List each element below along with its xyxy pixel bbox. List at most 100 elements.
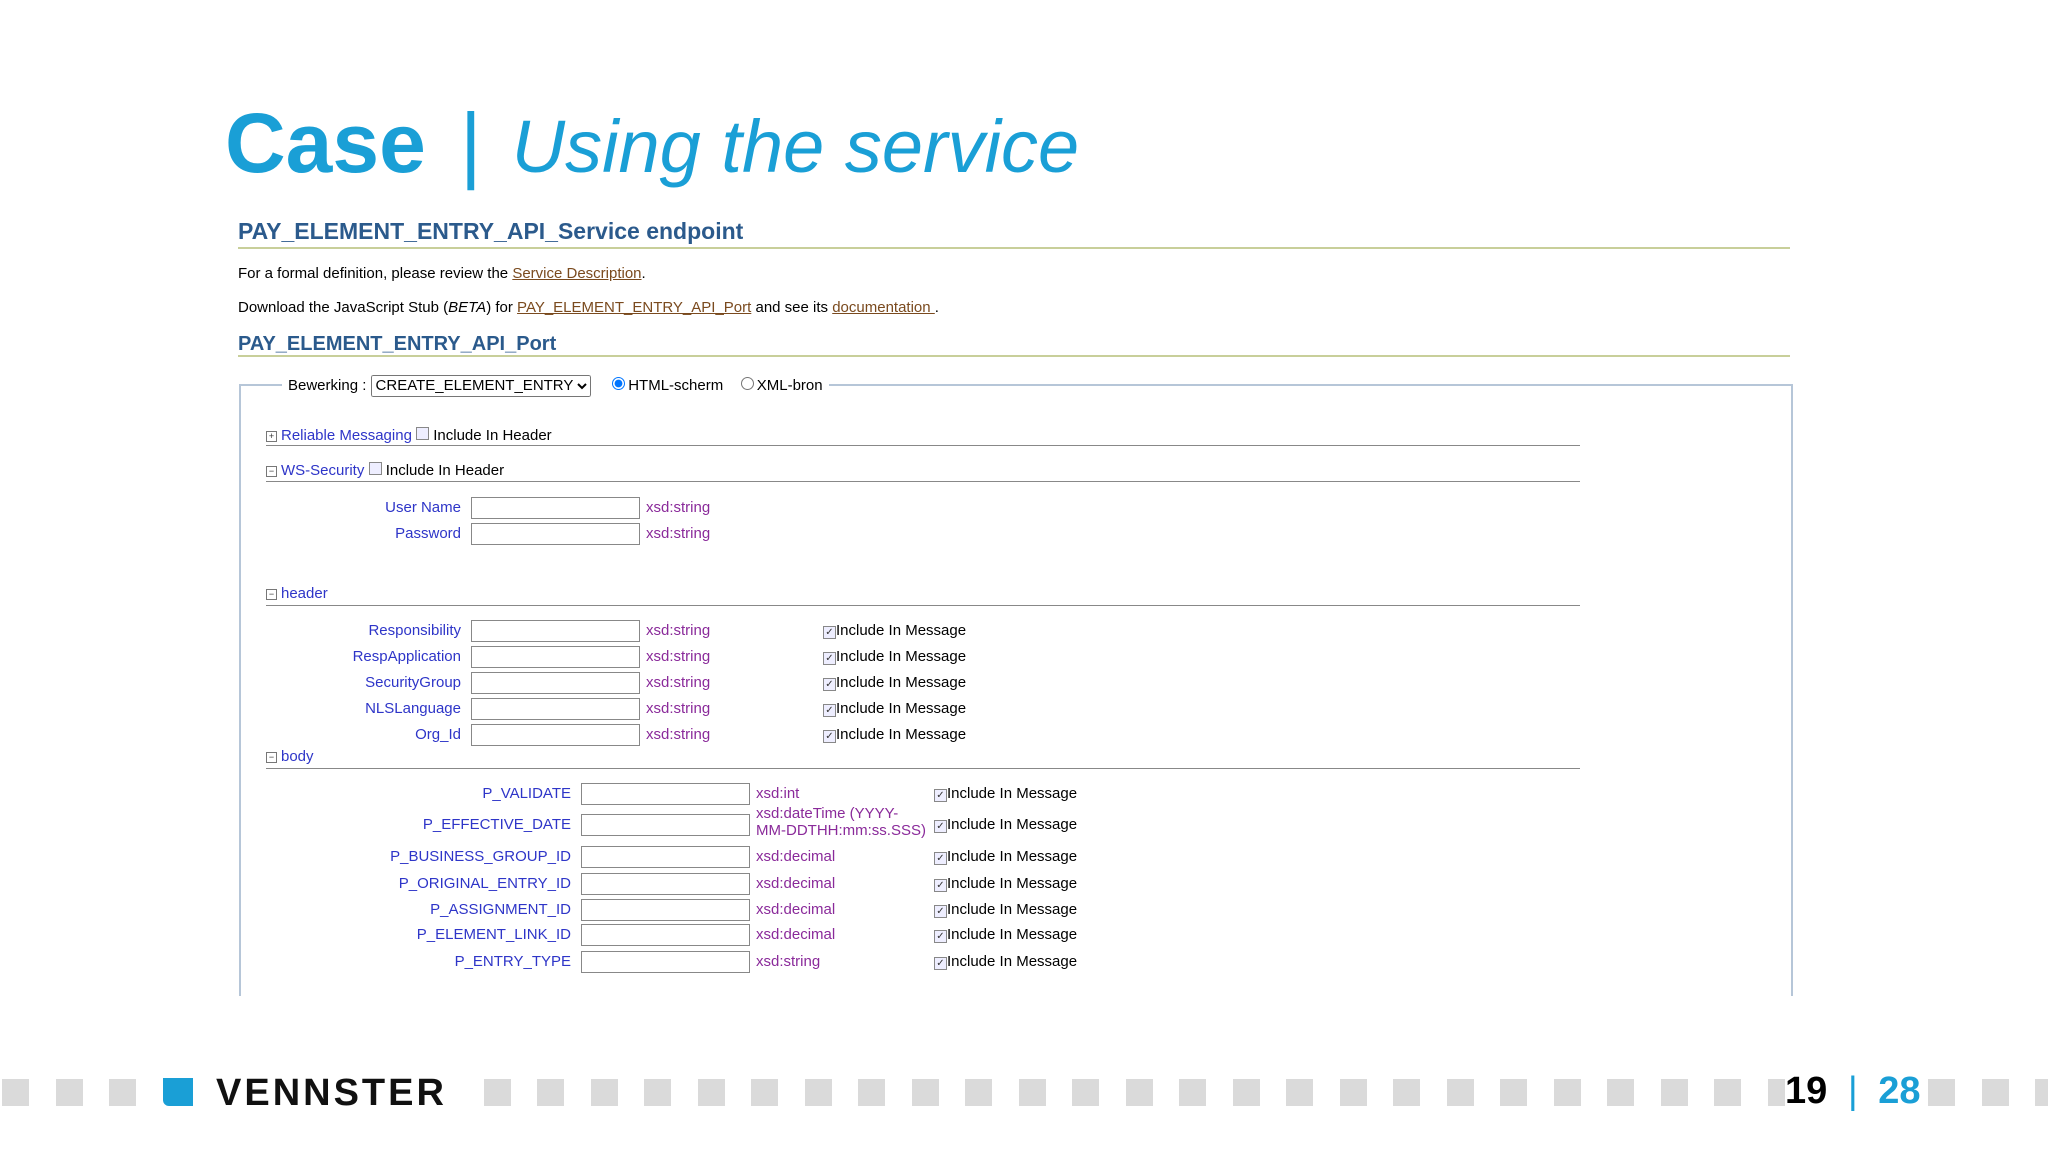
footer-square bbox=[1607, 1079, 1634, 1106]
include-checkbox[interactable]: ✓ bbox=[934, 930, 947, 943]
include-checkbox[interactable]: ✓ bbox=[823, 626, 836, 639]
footer-square bbox=[1125, 1079, 1153, 1106]
field-input[interactable] bbox=[581, 783, 750, 805]
field-input[interactable] bbox=[581, 951, 750, 973]
include-in-message: ✓Include In Message bbox=[934, 848, 1077, 865]
include-in-message: ✓Include In Message bbox=[934, 785, 1077, 802]
vennster-logo-icon bbox=[163, 1078, 193, 1106]
footer-square bbox=[1981, 1079, 2009, 1106]
footer-square bbox=[1500, 1079, 1527, 1106]
include-checkbox[interactable]: ✓ bbox=[934, 957, 947, 970]
field-input[interactable] bbox=[581, 873, 750, 895]
collapse-icon[interactable]: − bbox=[266, 589, 277, 600]
footer-square bbox=[2, 1079, 29, 1106]
field-input[interactable] bbox=[471, 698, 640, 720]
field-type: xsd:dateTime (YYYY- MM-DDTHH:mm:ss.SSS) bbox=[756, 805, 926, 839]
include-header-checkbox[interactable] bbox=[368, 462, 382, 475]
include-checkbox[interactable]: ✓ bbox=[934, 820, 947, 833]
field-input[interactable] bbox=[471, 523, 640, 545]
operation-fieldset bbox=[239, 384, 1793, 996]
operation-select[interactable]: CREATE_ELEMENT_ENTRY bbox=[370, 374, 591, 397]
reliable-messaging-section[interactable]: +Reliable Messaging Include In Header bbox=[266, 427, 552, 444]
slide-title: Case|Using the service bbox=[225, 96, 1080, 190]
include-header-checkbox[interactable] bbox=[416, 427, 430, 440]
header-section[interactable]: −header bbox=[266, 585, 328, 602]
include-checkbox[interactable]: ✓ bbox=[934, 879, 947, 892]
documentation-link[interactable]: documentation bbox=[832, 299, 935, 316]
field-input[interactable] bbox=[581, 846, 750, 868]
html-view-radio[interactable] bbox=[612, 377, 626, 390]
field-input[interactable] bbox=[471, 672, 640, 694]
field-label: P_ENTRY_TYPE bbox=[454, 953, 571, 970]
xml-view-radio[interactable] bbox=[740, 377, 754, 390]
field-type: xsd:string bbox=[646, 726, 711, 743]
footer-square bbox=[858, 1079, 885, 1106]
field-type: xsd:string bbox=[646, 499, 711, 516]
field-input[interactable] bbox=[581, 814, 750, 836]
field-label: P_ELEMENT_LINK_ID bbox=[416, 926, 571, 943]
field-type: xsd:decimal bbox=[756, 875, 836, 892]
include-checkbox[interactable]: ✓ bbox=[823, 678, 836, 691]
footer-square bbox=[804, 1079, 832, 1106]
field-input[interactable] bbox=[471, 724, 640, 746]
field-input[interactable] bbox=[581, 899, 750, 921]
include-in-message: ✓Include In Message bbox=[823, 674, 966, 691]
field-label: P_BUSINESS_GROUP_ID bbox=[390, 848, 571, 865]
expand-icon[interactable]: + bbox=[266, 431, 277, 442]
field-type: xsd:string bbox=[646, 525, 711, 542]
field-input[interactable] bbox=[471, 497, 640, 519]
collapse-icon[interactable]: − bbox=[266, 466, 277, 477]
field-label: NLSLanguage bbox=[365, 700, 461, 717]
include-in-message: ✓Include In Message bbox=[934, 816, 1077, 833]
footer-square bbox=[1018, 1079, 1046, 1106]
divider bbox=[266, 445, 1580, 446]
field-input[interactable] bbox=[581, 924, 750, 946]
service-description-link[interactable]: Service Description bbox=[512, 265, 642, 282]
field-type: xsd:string bbox=[646, 700, 711, 717]
include-checkbox[interactable]: ✓ bbox=[823, 730, 836, 743]
port-stub-link[interactable]: PAY_ELEMENT_ENTRY_API_Port bbox=[517, 299, 752, 316]
field-type: xsd:string bbox=[646, 648, 711, 665]
ws-security-section[interactable]: −WS-Security Include In Header bbox=[266, 462, 504, 479]
endpoint-heading: PAY_ELEMENT_ENTRY_API_Service endpoint bbox=[238, 218, 744, 244]
page-number: 19 | 28 bbox=[1785, 1070, 1921, 1113]
operation-legend: Bewerking : CREATE_ELEMENT_ENTRY HTML-sc… bbox=[282, 374, 829, 397]
footer-square bbox=[55, 1079, 83, 1106]
field-type: xsd:decimal bbox=[756, 848, 836, 865]
footer-square bbox=[1928, 1079, 1955, 1106]
include-in-message: ✓Include In Message bbox=[934, 875, 1077, 892]
brand-name: VENNSTER bbox=[216, 1072, 447, 1114]
divider bbox=[238, 247, 1790, 249]
footer-square bbox=[2035, 1079, 2048, 1106]
field-input[interactable] bbox=[471, 620, 640, 642]
footer-square bbox=[1446, 1079, 1474, 1106]
include-checkbox[interactable]: ✓ bbox=[934, 789, 947, 802]
field-label: P_VALIDATE bbox=[482, 785, 571, 802]
include-in-message: ✓Include In Message bbox=[823, 700, 966, 717]
field-label: Password bbox=[395, 525, 461, 542]
footer-square bbox=[697, 1079, 725, 1106]
include-checkbox[interactable]: ✓ bbox=[823, 704, 836, 717]
field-label: P_EFFECTIVE_DATE bbox=[422, 816, 571, 833]
include-in-message: ✓Include In Message bbox=[934, 953, 1077, 970]
footer-square bbox=[483, 1079, 511, 1106]
body-section[interactable]: −body bbox=[266, 748, 314, 765]
include-checkbox[interactable]: ✓ bbox=[934, 905, 947, 918]
field-type: xsd:decimal bbox=[756, 901, 836, 918]
include-checkbox[interactable]: ✓ bbox=[934, 852, 947, 865]
field-type: xsd:decimal bbox=[756, 926, 836, 943]
field-input[interactable] bbox=[471, 646, 640, 668]
footer-square bbox=[1339, 1079, 1367, 1106]
footer-square bbox=[644, 1079, 671, 1106]
include-checkbox[interactable]: ✓ bbox=[823, 652, 836, 665]
divider bbox=[266, 605, 1580, 606]
footer-square bbox=[1660, 1079, 1688, 1106]
footer-square bbox=[537, 1079, 564, 1106]
field-label: RespApplication bbox=[352, 648, 461, 665]
collapse-icon[interactable]: − bbox=[266, 752, 277, 763]
field-type: xsd:string bbox=[646, 622, 711, 639]
divider bbox=[266, 768, 1580, 769]
footer-square bbox=[1286, 1079, 1313, 1106]
include-in-message: ✓Include In Message bbox=[823, 622, 966, 639]
footer-square bbox=[911, 1079, 939, 1106]
